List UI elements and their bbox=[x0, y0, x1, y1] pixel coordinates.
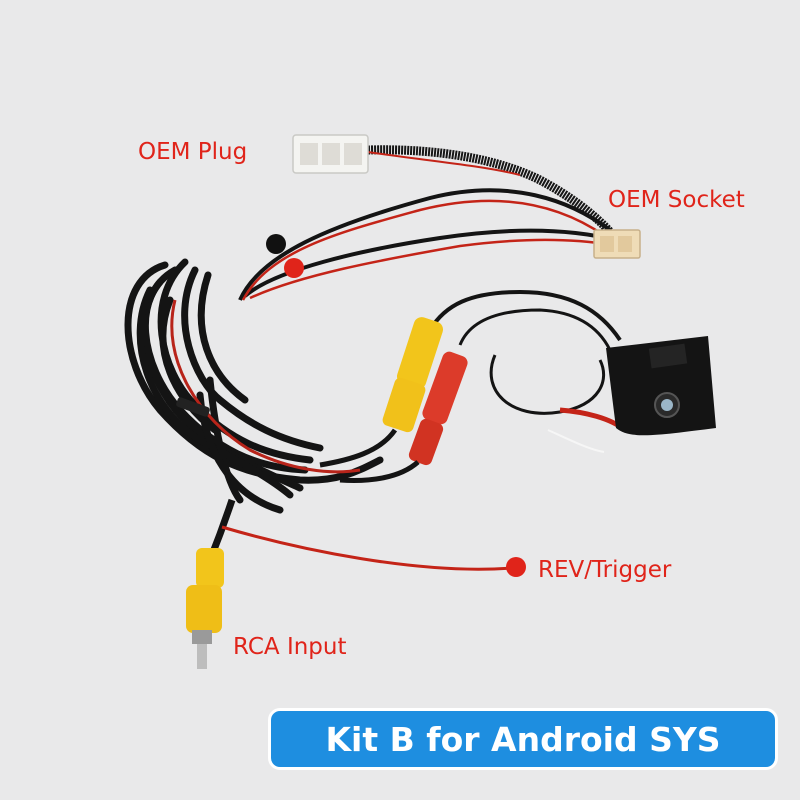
black-wire-lower bbox=[243, 228, 616, 298]
red-wire-lower bbox=[249, 238, 613, 300]
rca-input-plug bbox=[186, 548, 224, 669]
red-marker-dot-ground bbox=[284, 258, 304, 278]
oem-plug-red-wire bbox=[367, 151, 521, 176]
camera-white-wire bbox=[547, 429, 605, 453]
rev-trigger-wire bbox=[221, 525, 513, 571]
coil-red-strand bbox=[170, 299, 361, 474]
red-marker-dot-trigger bbox=[506, 557, 526, 577]
kit-banner: Kit B for Android SYS bbox=[268, 708, 778, 770]
black-wire-upper bbox=[238, 188, 612, 301]
black-marker-dot bbox=[266, 234, 286, 254]
oem-plug-connector bbox=[292, 134, 369, 174]
rca-connector-pair bbox=[319, 289, 622, 483]
braided-sheath bbox=[367, 145, 614, 236]
oem-socket-connector bbox=[593, 229, 641, 259]
banner-text: Kit B for Android SYS bbox=[325, 719, 721, 759]
backup-camera bbox=[606, 336, 716, 436]
label-oem-socket: OEM Socket bbox=[608, 187, 745, 213]
label-rca-input: RCA Input bbox=[233, 634, 347, 660]
label-oem-plug: OEM Plug bbox=[138, 139, 248, 165]
label-rev-trigger: REV/Trigger bbox=[538, 557, 672, 583]
cable-tie bbox=[176, 397, 210, 417]
red-wire-upper bbox=[241, 199, 606, 301]
